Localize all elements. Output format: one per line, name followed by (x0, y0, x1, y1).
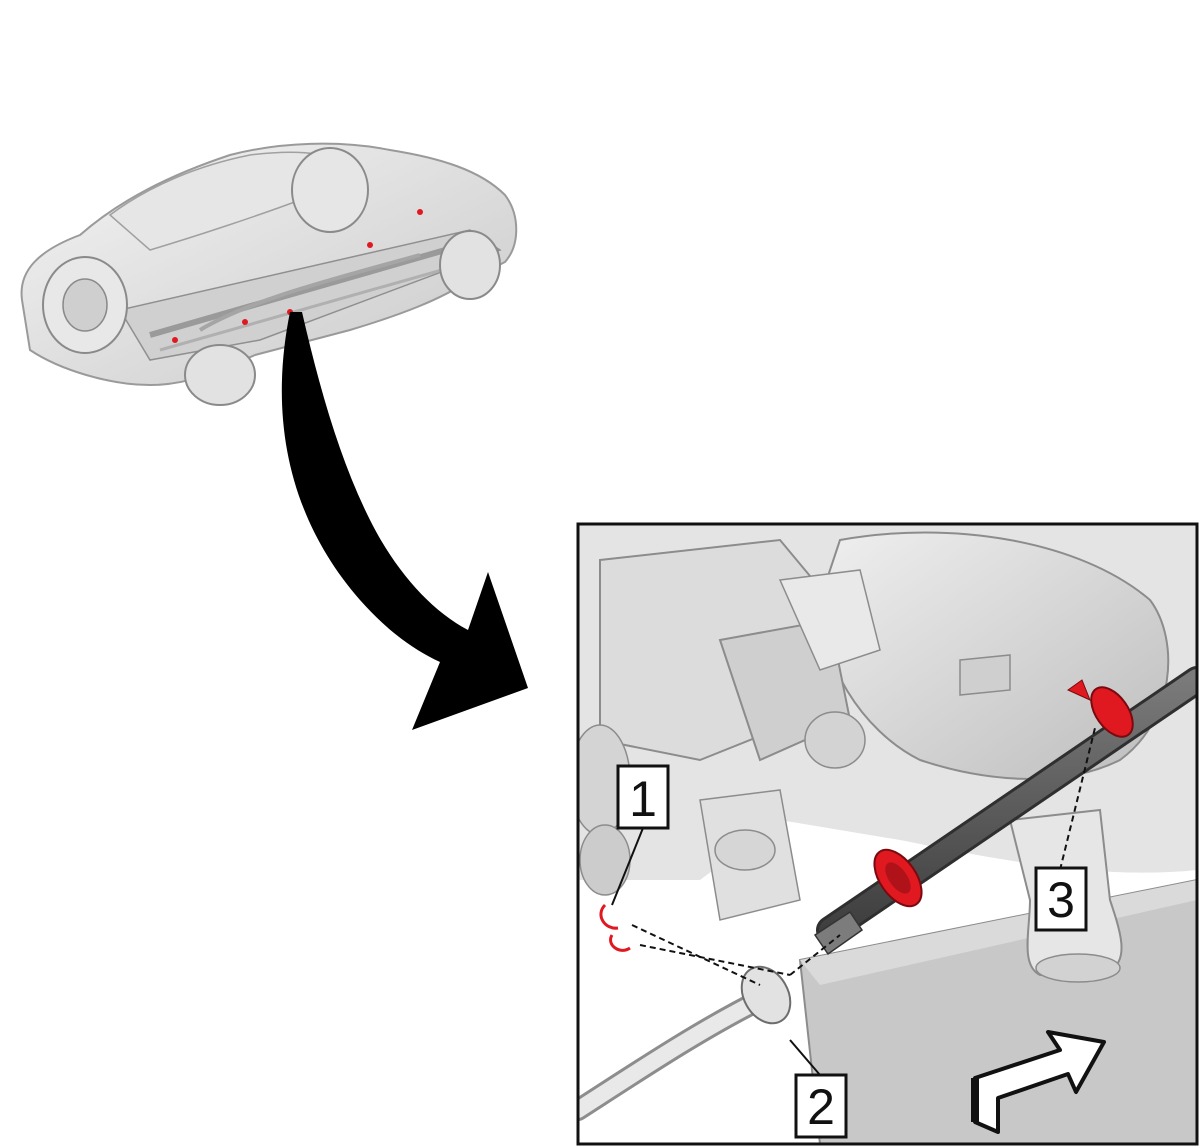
callout-1-label: 1 (629, 771, 657, 827)
detail-inset (576, 522, 1199, 1146)
vehicle-underbody-overview-icon (20, 142, 518, 406)
callout-3-label: 3 (1047, 872, 1075, 928)
callout-3: 3 (1034, 866, 1088, 932)
forward-direction-arrow-icon (973, 1030, 1106, 1134)
callout-2: 2 (789, 1039, 848, 1139)
callout-1: 1 (611, 764, 670, 906)
callout-2-label: 2 (807, 1079, 835, 1135)
curved-pointer-arrow-icon (281, 312, 528, 730)
